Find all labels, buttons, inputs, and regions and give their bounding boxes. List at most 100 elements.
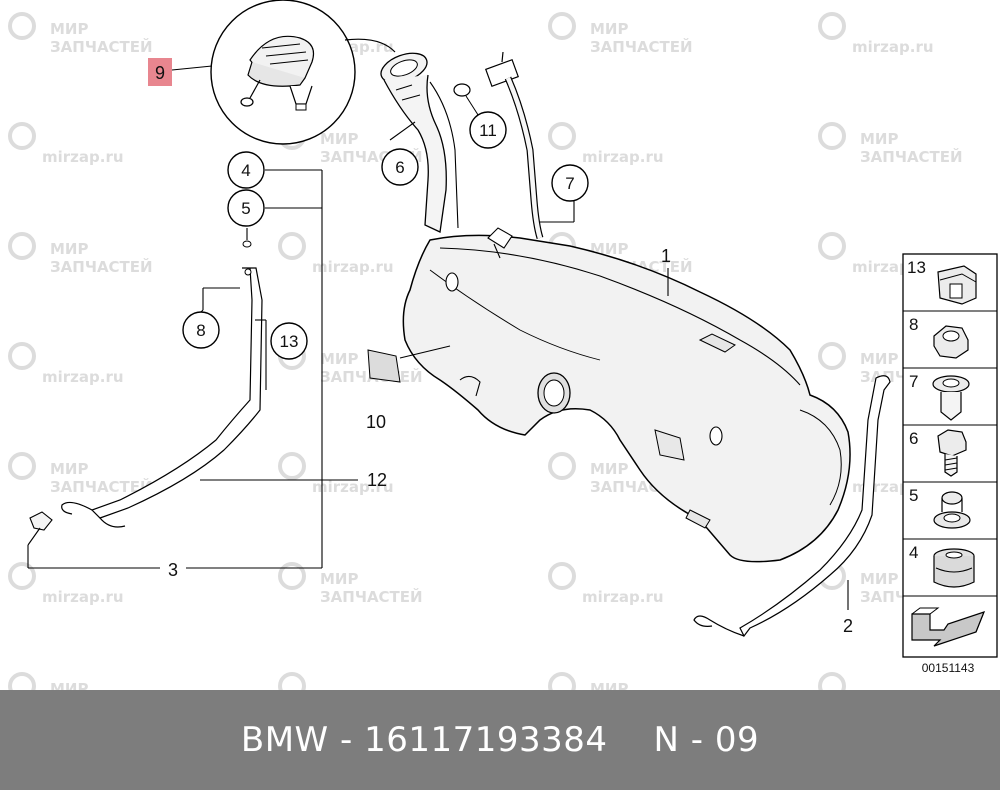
watermark-line2: ЗАПЧАСТЕЙ: [50, 477, 153, 496]
watermark-line1: МИР: [50, 240, 88, 258]
leader-lines: [27, 121, 849, 610]
callout-6: 6: [395, 158, 404, 177]
watermark-line1: МИР: [50, 680, 88, 690]
plastic-nut-icon: [932, 375, 970, 421]
callout-13: 13: [280, 332, 299, 351]
watermark-pin-icon: [278, 232, 306, 260]
watermark-pin-icon: [8, 232, 36, 260]
hex-bolt-icon: [937, 429, 967, 477]
callout-9-highlight: [148, 58, 172, 86]
watermark-line2: ЗАПЧАСТЕЙ: [590, 37, 693, 56]
strap-left: [29, 267, 263, 531]
legend-label-5: 5: [909, 486, 918, 505]
callout-12: 12: [367, 470, 387, 490]
arrow-icon: [911, 607, 986, 647]
watermark-pin-icon: [818, 232, 846, 260]
watermark-pin-icon: [548, 672, 576, 690]
callout-3: 3: [168, 560, 178, 580]
legend-label-13: 13: [907, 258, 926, 277]
legend-label-4: 4: [909, 543, 918, 562]
clip-nut-icon: [937, 265, 977, 305]
watermark-pin-icon: [8, 562, 36, 590]
vent-line: [484, 51, 544, 240]
callout-11: 11: [479, 121, 497, 140]
watermark-domain: mirzap.ru: [852, 38, 934, 56]
watermark-tile: mirzap.ru: [548, 562, 664, 606]
watermark-line2: ЗАПЧАСТЕЙ: [320, 587, 423, 606]
rubber-mount-icon: [933, 548, 975, 588]
watermark-pin-icon: [8, 452, 36, 480]
hex-nut-icon: [933, 325, 969, 359]
legend-label-7: 7: [909, 372, 918, 391]
watermark-line1: МИР: [860, 570, 898, 588]
callout-1: 1: [661, 246, 671, 266]
watermark-tile: mirzap.ru: [8, 342, 124, 386]
watermark-line1: МИР: [320, 350, 358, 368]
watermark-line1: МИР: [320, 130, 358, 148]
watermark-tile: mirzap.ru: [8, 122, 124, 166]
watermark-line1: МИР: [860, 130, 898, 148]
callout-9: 9: [155, 63, 165, 83]
watermark-pin-icon: [8, 12, 36, 40]
watermark-domain: mirzap.ru: [582, 148, 664, 166]
parts-legend: 13 8 7 6 5 4: [902, 253, 998, 658]
watermark-line1: МИР: [590, 20, 628, 38]
watermark-tile: mirzap.ru: [278, 232, 394, 276]
watermark-pin-icon: [8, 342, 36, 370]
footer-brand: BMW: [240, 720, 329, 760]
watermark-line1: МИР: [320, 570, 358, 588]
footer-part-number: 16117193384: [364, 720, 608, 760]
legend-label-8: 8: [909, 315, 918, 334]
watermark-tile: mirzap.ru: [278, 452, 394, 496]
watermark-pin-icon: [548, 12, 576, 40]
callout-7: 7: [565, 174, 574, 193]
watermark-domain: mirzap.ru: [42, 588, 124, 606]
watermark-pin-icon: [8, 122, 36, 150]
watermark-tile: mirzap.ru: [8, 562, 124, 606]
watermark-pin-icon: [548, 452, 576, 480]
watermark-line1: МИР: [590, 460, 628, 478]
watermark-line2: ЗАПЧАСТЕЙ: [50, 257, 153, 276]
watermark-pin-icon: [548, 562, 576, 590]
watermark-pin-icon: [278, 672, 306, 690]
watermark-tile: mirzap.ru: [548, 122, 664, 166]
callout-8: 8: [196, 321, 205, 340]
watermark-pin-icon: [548, 122, 576, 150]
inset-fuel-cap: [210, 0, 396, 145]
watermark-tile: mirzap.ru: [278, 672, 306, 690]
watermark-line1: МИР: [50, 460, 88, 478]
footer-bar: BMW - 16117193384 N - 09: [0, 690, 1000, 790]
watermark-domain: mirzap.ru: [42, 368, 124, 386]
diagram-number: 00151143: [922, 661, 975, 675]
watermark-pin-icon: [818, 122, 846, 150]
watermark-line2: ЗАПЧАСТЕЙ: [860, 147, 963, 166]
watermark-pin-icon: [8, 672, 36, 690]
callout-4: 4: [241, 161, 250, 180]
filler-neck: [380, 52, 459, 233]
callout-2: 2: [843, 616, 853, 636]
watermark-pin-icon: [818, 342, 846, 370]
watermark-domain: mirzap.ru: [42, 148, 124, 166]
watermark-pin-icon: [278, 452, 306, 480]
footer-part-label: BMW - 16117193384: [241, 720, 608, 760]
watermark-domain: mirzap.ru: [582, 588, 664, 606]
footer-separator: -: [339, 720, 353, 760]
callout-10: 10: [366, 412, 386, 432]
watermark-pin-icon: [278, 562, 306, 590]
watermark-tile: mirzap.ru: [818, 12, 934, 56]
watermark-line1: МИР: [50, 20, 88, 38]
fuel-tank: [402, 227, 851, 563]
watermark-tile: mirzap.ru: [818, 672, 846, 690]
legend-label-6: 6: [909, 429, 918, 448]
watermark-line1: МИР: [590, 680, 628, 690]
callout-circles: [182, 111, 589, 360]
watermark-domain: mirzap.ru: [312, 478, 394, 496]
